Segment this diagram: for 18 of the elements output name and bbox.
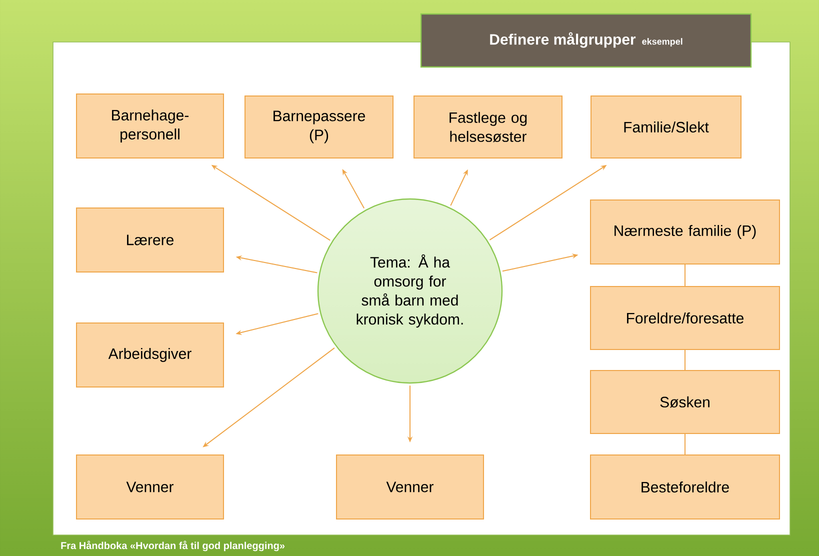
connector-line [684, 264, 686, 286]
title: Definere målgrupper [490, 32, 636, 48]
subtitle: eksempel [642, 38, 682, 46]
group-box: Lærere [76, 208, 224, 272]
group-box: Venner [336, 454, 484, 520]
group-box: Familie/Slekt [590, 96, 742, 158]
group-box: Barnehage- personell [76, 94, 224, 158]
group-box: Søsken [590, 370, 780, 434]
group-box: Foreldre/foresatte [590, 286, 780, 350]
caption: Fra Håndboka «Hvordan få til god planlegging» [61, 540, 285, 552]
connector-line [684, 350, 686, 370]
group-box: Arbeidsgiver [76, 322, 224, 388]
group-box: Besteforeldre [590, 454, 780, 520]
group-box: Barnepassere (P) [244, 96, 394, 158]
group-box: Venner [76, 454, 224, 520]
connector-line [684, 434, 686, 455]
group-box: Nærmeste familie (P) [590, 200, 780, 264]
group-box: Fastlege og helsesøster [414, 96, 562, 158]
